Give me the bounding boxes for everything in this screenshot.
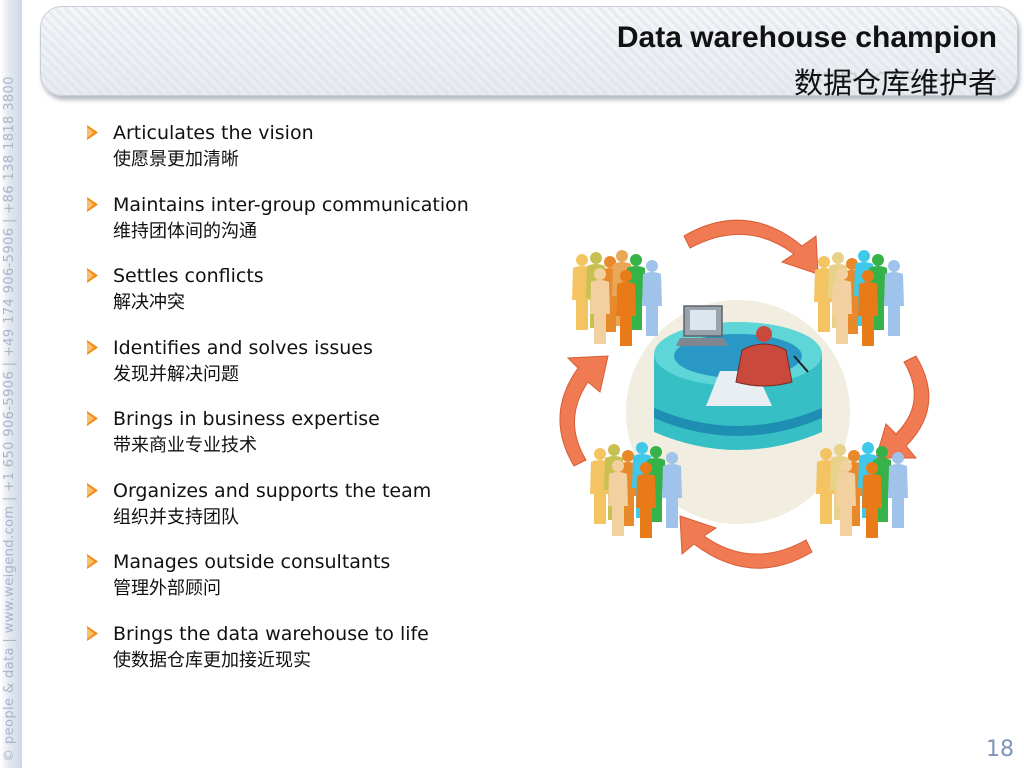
bullet-arrow-icon xyxy=(87,554,98,569)
title-reflection: 数据仓库维护者 xyxy=(801,72,1004,90)
bullet-text: Brings the data warehouse to life xyxy=(113,622,429,645)
bullet-arrow-icon xyxy=(87,196,98,212)
bullet-text-chinese: 发现并解决问题 xyxy=(113,363,239,385)
list-item: Manages outside consultants 管理外部顾问 xyxy=(86,549,469,621)
bullet-text-chinese: 管理外部顾问 xyxy=(113,578,221,599)
bullet-text-chinese: 组织并支持团队 xyxy=(113,506,239,528)
bullet-text-chinese: 带来商业专业技术 xyxy=(113,435,257,456)
bullet-arrow-icon xyxy=(87,411,98,426)
bullet-text: Manages outside consultants xyxy=(113,551,391,573)
people-around-data-desk-illustration xyxy=(559,219,930,569)
bullet-text-chinese: 解决冲突 xyxy=(113,292,185,313)
bullet-text-chinese: 使数据仓库更加接近现实 xyxy=(113,649,311,671)
page-title-chinese: 数据仓库维护者 xyxy=(793,66,997,100)
bullet-text-chinese: 维持团体间的沟通 xyxy=(113,220,257,242)
bullet-arrow-icon xyxy=(87,268,98,283)
bullet-arrow-icon xyxy=(87,625,98,641)
computer-icon xyxy=(676,305,728,346)
bullet-text: Identifies and solves issues xyxy=(113,336,373,359)
page-title: Data warehouse champion xyxy=(616,21,997,54)
bullet-text-chinese: 使愿景更加清晰 xyxy=(113,149,239,170)
bullet-arrow-icon xyxy=(87,339,98,355)
bullet-text: Settles conflicts xyxy=(113,265,264,287)
people-group-top-left xyxy=(572,250,662,346)
list-item: Articulates the vision 使愿景更加清晰 xyxy=(86,120,469,192)
bullet-text: Brings in business expertise xyxy=(113,408,380,430)
people-group-bottom-left xyxy=(590,442,682,538)
page-number: 18 xyxy=(986,737,1014,762)
seated-person xyxy=(735,326,809,387)
side-bar: © people & data | www.weigend.com | +1 6… xyxy=(0,0,22,768)
bullet-list: Articulates the vision 使愿景更加清晰 Maintains… xyxy=(86,120,469,692)
list-item: Settles conflicts 解决冲突 xyxy=(86,263,469,335)
contact-strip: © people & data | www.weigend.com | +1 6… xyxy=(2,76,17,762)
cycle-arrows xyxy=(559,219,930,569)
bullet-arrow-icon xyxy=(87,482,98,498)
people-group-top-right xyxy=(814,250,904,346)
list-item: Organizes and supports the team 组织并支持团队 xyxy=(86,478,469,550)
people-group-bottom-right xyxy=(816,442,908,538)
title-banner: Data warehouse champion 数据仓库维护者 xyxy=(40,6,1018,100)
bullet-text: Maintains inter-group communication xyxy=(113,193,469,216)
bullet-text: Organizes and supports the team xyxy=(113,479,432,502)
list-item: Brings the data warehouse to life 使数据仓库更… xyxy=(86,621,469,693)
list-item: Maintains inter-group communication 维持团体… xyxy=(86,192,469,264)
bullet-arrow-icon xyxy=(87,125,98,140)
bullet-text: Articulates the vision xyxy=(113,122,314,144)
list-item: Identifies and solves issues 发现并解决问题 xyxy=(86,335,469,407)
list-item: Brings in business expertise 带来商业专业技术 xyxy=(86,406,469,478)
